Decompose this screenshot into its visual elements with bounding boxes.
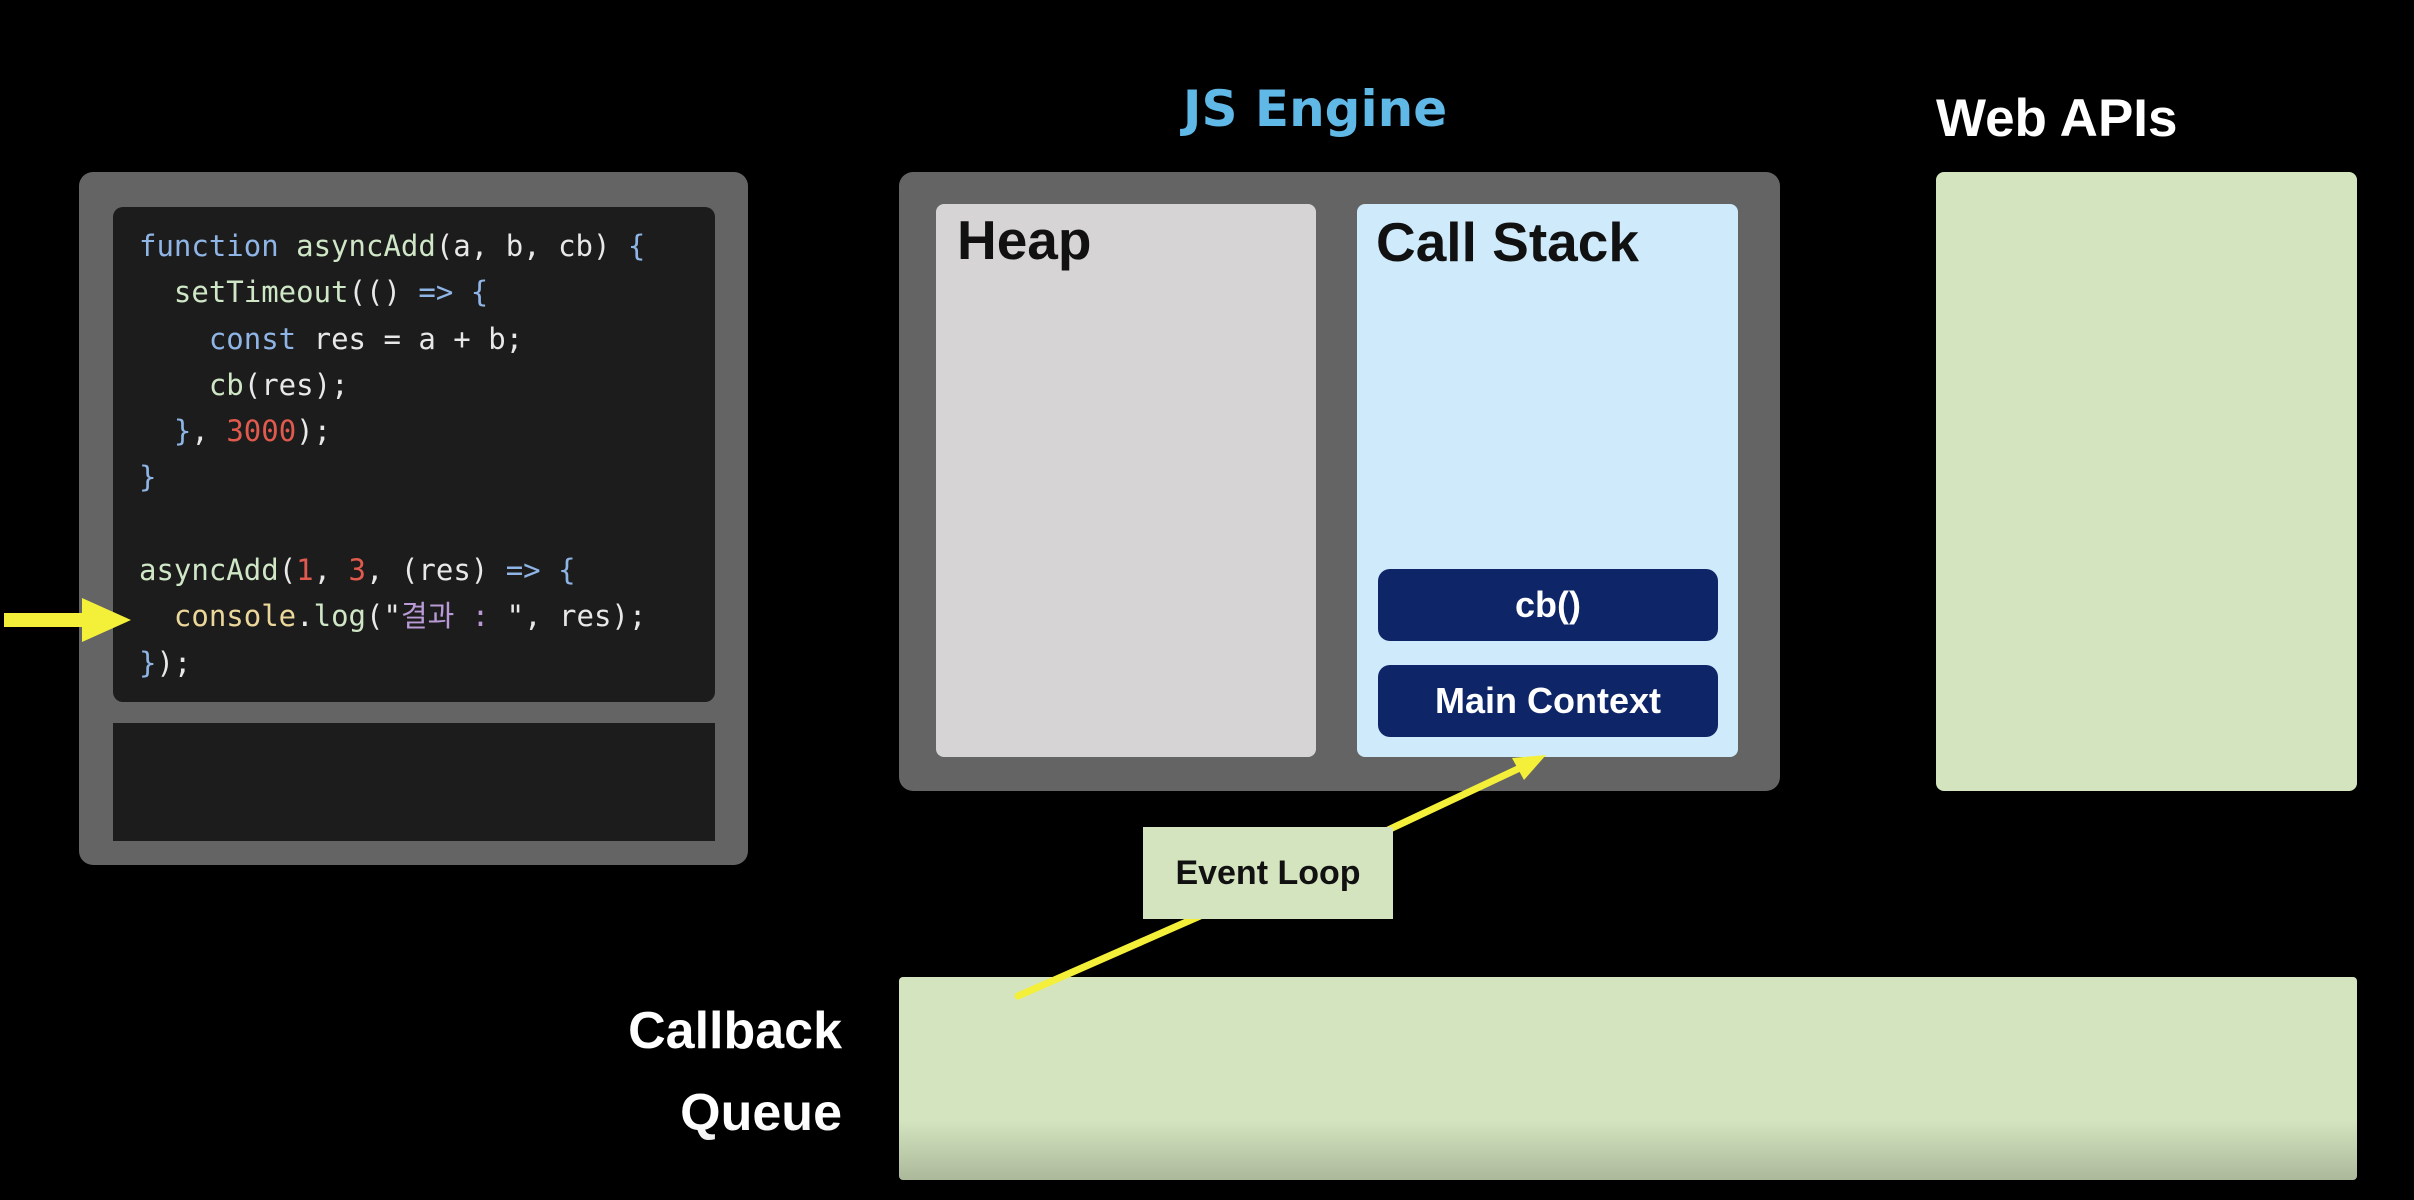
heap-title: Heap bbox=[957, 209, 1092, 271]
code-token: ); bbox=[156, 645, 192, 680]
code-token: asyncAdd bbox=[139, 553, 279, 588]
code-token: console bbox=[173, 599, 297, 634]
event-loop-arrowhead bbox=[1512, 755, 1546, 780]
code-token: asyncAdd bbox=[296, 229, 436, 263]
callback-queue-title-line1: Callback bbox=[628, 1002, 842, 1060]
code-token: } bbox=[173, 414, 192, 449]
code-line: console.log("결과 : ", res); bbox=[139, 593, 715, 639]
code-token: 1 bbox=[296, 553, 314, 588]
console-output bbox=[113, 723, 715, 841]
code-token: const bbox=[208, 321, 314, 356]
call-stack-title: Call Stack bbox=[1376, 211, 1639, 273]
web-apis-box bbox=[1936, 172, 2357, 791]
code-token: (() bbox=[348, 275, 419, 310]
callback-queue-title-line2: Queue bbox=[680, 1084, 842, 1142]
code-token: cb bbox=[208, 367, 244, 402]
code-line: }, 3000); bbox=[139, 408, 715, 454]
code-token: a bbox=[453, 229, 471, 263]
event-loop-label: Event Loop bbox=[1175, 853, 1361, 892]
code-token: (" bbox=[366, 599, 401, 634]
code-token: , bbox=[470, 229, 506, 263]
web-apis-title: Web APIs bbox=[1936, 89, 2178, 148]
code-token: , (res) bbox=[366, 553, 506, 588]
code-token: cb bbox=[558, 229, 593, 263]
callback-queue-box bbox=[899, 977, 2357, 1180]
code-line: } bbox=[139, 454, 715, 500]
code-line: }); bbox=[139, 640, 715, 686]
code-line: cb(res); bbox=[139, 362, 715, 408]
code-token: ", res); bbox=[506, 599, 647, 634]
code-token: { bbox=[470, 275, 489, 310]
code-token: . bbox=[296, 599, 314, 634]
stack-frame-main-context: Main Context bbox=[1378, 665, 1718, 737]
code-token: function bbox=[139, 229, 297, 263]
code-token: ( bbox=[278, 553, 297, 588]
code-token: setTimeout bbox=[173, 275, 349, 310]
engine-title: JS Engine bbox=[1182, 80, 1448, 138]
code-token: } bbox=[139, 460, 157, 495]
code-token: , bbox=[523, 229, 559, 263]
code-token: { bbox=[627, 229, 646, 263]
code-token: } bbox=[139, 645, 157, 680]
code-line: const res = a + b; bbox=[139, 316, 715, 362]
code-token: 3 bbox=[348, 553, 367, 588]
code-token: , bbox=[191, 414, 227, 449]
code-token: log bbox=[313, 599, 366, 634]
stack-frame-cb: cb() bbox=[1378, 569, 1718, 641]
code-token: (res); bbox=[243, 367, 349, 402]
code-token: 결과 : bbox=[400, 599, 507, 634]
code-line: asyncAdd(1, 3, (res) => { bbox=[139, 547, 715, 593]
event-loop-arrow-lower bbox=[1014, 912, 1204, 1000]
code-line: function asyncAdd(a, b, cb) { bbox=[139, 223, 715, 269]
call-stack-area bbox=[1357, 204, 1738, 757]
code-token: ); bbox=[296, 414, 332, 449]
code-token: => bbox=[418, 275, 454, 310]
event-loop-box: Event Loop bbox=[1143, 827, 1393, 919]
code-token: , bbox=[313, 553, 349, 588]
callback-queue-title: Callback Queue bbox=[560, 990, 842, 1154]
code-token: res = a + b; bbox=[313, 321, 524, 356]
execution-pointer-arrow bbox=[4, 598, 131, 642]
code-token: b bbox=[505, 229, 524, 263]
code-editor: function asyncAdd(a, b, cb) { setTimeout… bbox=[113, 207, 715, 702]
code-token: 3000 bbox=[226, 414, 297, 449]
code-token: => bbox=[505, 553, 541, 588]
code-token: ( bbox=[435, 229, 454, 263]
code-line: setTimeout(() => { bbox=[139, 269, 715, 315]
code-token: ) bbox=[593, 229, 628, 263]
event-loop-arrow-upper bbox=[1384, 763, 1526, 834]
code-token: { bbox=[558, 553, 576, 588]
heap-area bbox=[936, 204, 1316, 757]
